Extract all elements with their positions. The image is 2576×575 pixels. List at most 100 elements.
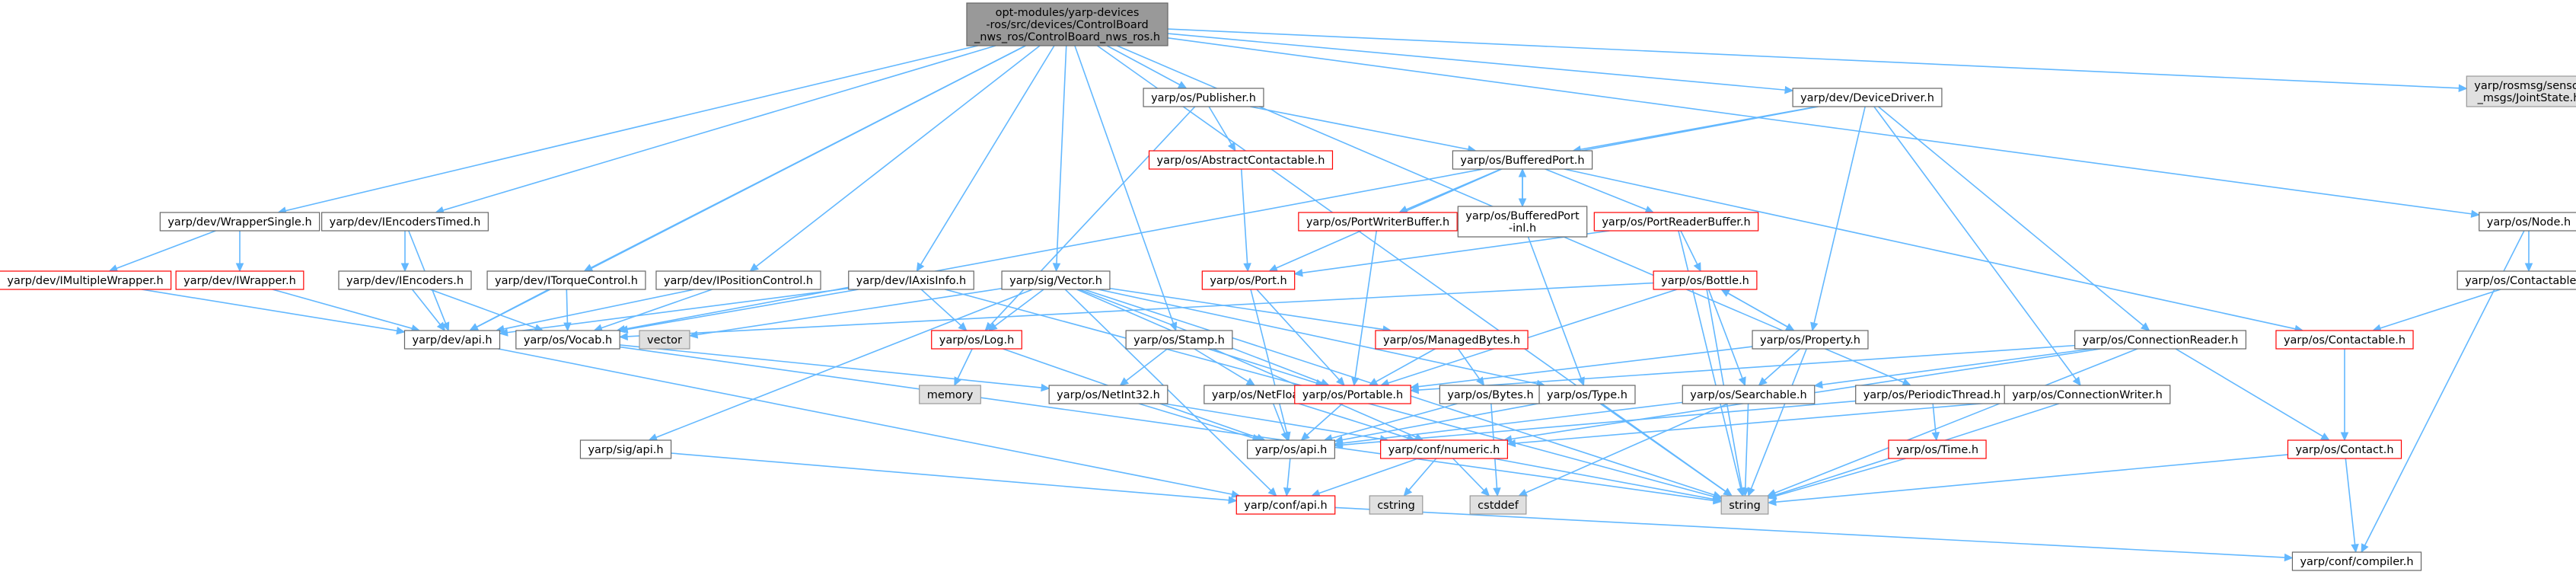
node-searchable[interactable]: yarp/os/Searchable.h (1682, 385, 1816, 404)
node-cstring: cstring (1369, 495, 1423, 515)
edge-itorquecontrol-to-vocab (566, 289, 569, 324)
node-wrappersingle[interactable]: yarp/dev/WrapperSingle.h (159, 212, 320, 232)
edge-portreaderbuffer-to-bottle (1680, 230, 1698, 266)
edge-root-to-publisher (1106, 45, 1181, 86)
arrowhead (1481, 487, 1490, 497)
node-bytes[interactable]: yarp/os/Bytes.h (1439, 385, 1542, 404)
node-property[interactable]: yarp/os/Property.h (1752, 330, 1869, 350)
node-iaxisinfo[interactable]: yarp/dev/IAxisInfo.h (848, 270, 974, 290)
node-bufferedportinl[interactable]: yarp/os/BufferedPort-inl.h (1457, 206, 1588, 238)
node-label: yarp/os/Vocab.h (524, 334, 612, 347)
node-box (1593, 212, 1759, 232)
node-sigapi[interactable]: yarp/sig/api.h (579, 439, 672, 459)
arrowhead (1723, 487, 1733, 497)
arrowhead (442, 321, 450, 332)
node-itorquecontrol[interactable]: yarp/dev/ITorqueControl.h (486, 270, 646, 290)
arrowhead (1813, 380, 1823, 389)
node-box (1855, 385, 2009, 404)
node-box (1298, 212, 1458, 232)
arrowhead (400, 263, 410, 273)
edge-netfloat64-to-osapi (1272, 403, 1286, 434)
node-portable[interactable]: yarp/os/Portable.h (1294, 385, 1411, 404)
node-vocab[interactable]: yarp/os/Vocab.h (515, 330, 620, 350)
arrowhead (2351, 543, 2359, 554)
node-box (1235, 495, 1336, 515)
node-node[interactable]: yarp/os/Node.h (2479, 212, 2576, 232)
node-box (579, 439, 672, 459)
node-stdvector: vector (639, 330, 690, 350)
node-numeric[interactable]: yarp/conf/numeric.h (1380, 439, 1508, 459)
node-label: yarp/dev/IEncodersTimed.h (330, 216, 481, 228)
node-type[interactable]: yarp/os/Type.h (1538, 385, 1636, 404)
node-contact[interactable]: yarp/os/Contact.h (2287, 439, 2402, 459)
arrowhead (1747, 487, 1755, 497)
node-contactable[interactable]: yarp/os/Contactable.h (2275, 330, 2414, 350)
node-label: vector (647, 334, 682, 347)
arrowhead (618, 325, 629, 334)
node-label: yarp/conf/compiler.h (2300, 556, 2413, 568)
node-label: yarp/os/Node.h (2487, 216, 2571, 228)
node-label: yarp/os/Type.h (1547, 389, 1628, 401)
arrowhead (2524, 263, 2533, 273)
node-devapi[interactable]: yarp/dev/api.h (403, 330, 501, 350)
edge-netint32-to-osapi (1138, 403, 1255, 439)
node-bottle[interactable]: yarp/os/Bottle.h (1653, 270, 1758, 290)
edge-numeric-to-string (1493, 458, 1715, 500)
arrowhead (1228, 496, 1238, 504)
node-box (848, 270, 974, 290)
node-iwrapper[interactable]: yarp/dev/IWrapper.h (175, 270, 304, 290)
node-stamp[interactable]: yarp/os/Stamp.h (1125, 330, 1233, 350)
node-label: yarp/os/BufferedPort (1465, 210, 1580, 222)
node-box (655, 270, 821, 290)
node-bufferedport[interactable]: yarp/os/BufferedPort.h (1452, 150, 1593, 170)
node-portwriterbuffer[interactable]: yarp/os/PortWriterBuffer.h (1298, 212, 1458, 232)
arrowhead (1268, 264, 1279, 272)
node-periodicthread[interactable]: yarp/os/PeriodicThread.h (1855, 385, 2009, 404)
node-box (2479, 212, 2576, 232)
node-portreaderbuffer[interactable]: yarp/os/PortReaderBuffer.h (1593, 212, 1759, 232)
node-box (931, 330, 1022, 350)
edge-root-to-string (1097, 45, 1727, 493)
node-time[interactable]: yarp/os/Time.h (1888, 439, 1987, 459)
arrowhead (2470, 209, 2480, 219)
node-devicedriver[interactable]: yarp/dev/DeviceDriver.h (1792, 88, 1943, 107)
node-imultiplewrapper[interactable]: yarp/dev/IMultipleWrapper.h (0, 270, 172, 290)
node-managedbytes[interactable]: yarp/os/ManagedBytes.h (1375, 330, 1529, 350)
node-box (1752, 330, 1869, 350)
node-netint32[interactable]: yarp/os/NetInt32.h (1048, 385, 1168, 404)
edge-iaxisinfo-to-vocab (626, 289, 859, 331)
node-label: yarp/os/ConnectionReader.h (2083, 334, 2239, 347)
arrowhead (1518, 168, 1527, 177)
node-connectionwriter[interactable]: yarp/os/ConnectionWriter.h (2004, 385, 2171, 404)
node-compiler[interactable]: yarp/conf/compiler.h (2291, 551, 2422, 571)
node-label: yarp/os/Contactable.h (2284, 334, 2405, 347)
node-log[interactable]: yarp/os/Log.h (931, 330, 1022, 350)
arrowhead (1245, 378, 1256, 386)
node-osapi[interactable]: yarp/os/api.h (1247, 439, 1335, 459)
node-contactables[interactable]: yarp/os/Contactables.h (2456, 270, 2576, 290)
node-iencoders[interactable]: yarp/dev/IEncoders.h (338, 270, 472, 290)
edge-vocab-to-string (620, 346, 1715, 502)
node-label: yarp/os/Searchable.h (1690, 389, 1806, 401)
edge-vector-to-stdvector (696, 287, 1003, 336)
node-box (515, 330, 620, 350)
edge-devapi-to-confapi (498, 348, 1233, 496)
edge-iwrapper-to-devapi (272, 289, 413, 330)
edge-layer (108, 28, 2533, 562)
node-connectionreader[interactable]: yarp/os/ConnectionReader.h (2074, 330, 2246, 350)
node-string: string (1720, 495, 1769, 515)
node-iencoderstimed[interactable]: yarp/dev/IEncodersTimed.h (321, 212, 489, 232)
node-label: _msgs/JointState.h (2477, 92, 2576, 104)
node-port[interactable]: yarp/os/Port.h (1201, 270, 1296, 290)
node-label: yarp/sig/api.h (588, 444, 663, 456)
node-abstractcontactable[interactable]: yarp/os/AbstractContactable.h (1148, 150, 1334, 170)
edge-netfloat64-to-numeric (1298, 403, 1409, 439)
node-confapi[interactable]: yarp/conf/api.h (1235, 495, 1336, 515)
arrowhead (1810, 321, 1819, 332)
arrowhead (1693, 262, 1701, 273)
node-ipositioncontrol[interactable]: yarp/dev/IPositionControl.h (655, 270, 821, 290)
edge-imultiplewrapper-to-devapi (142, 289, 398, 332)
node-publisher[interactable]: yarp/os/Publisher.h (1143, 88, 1264, 107)
node-vector[interactable]: yarp/sig/Vector.h (1001, 270, 1111, 290)
